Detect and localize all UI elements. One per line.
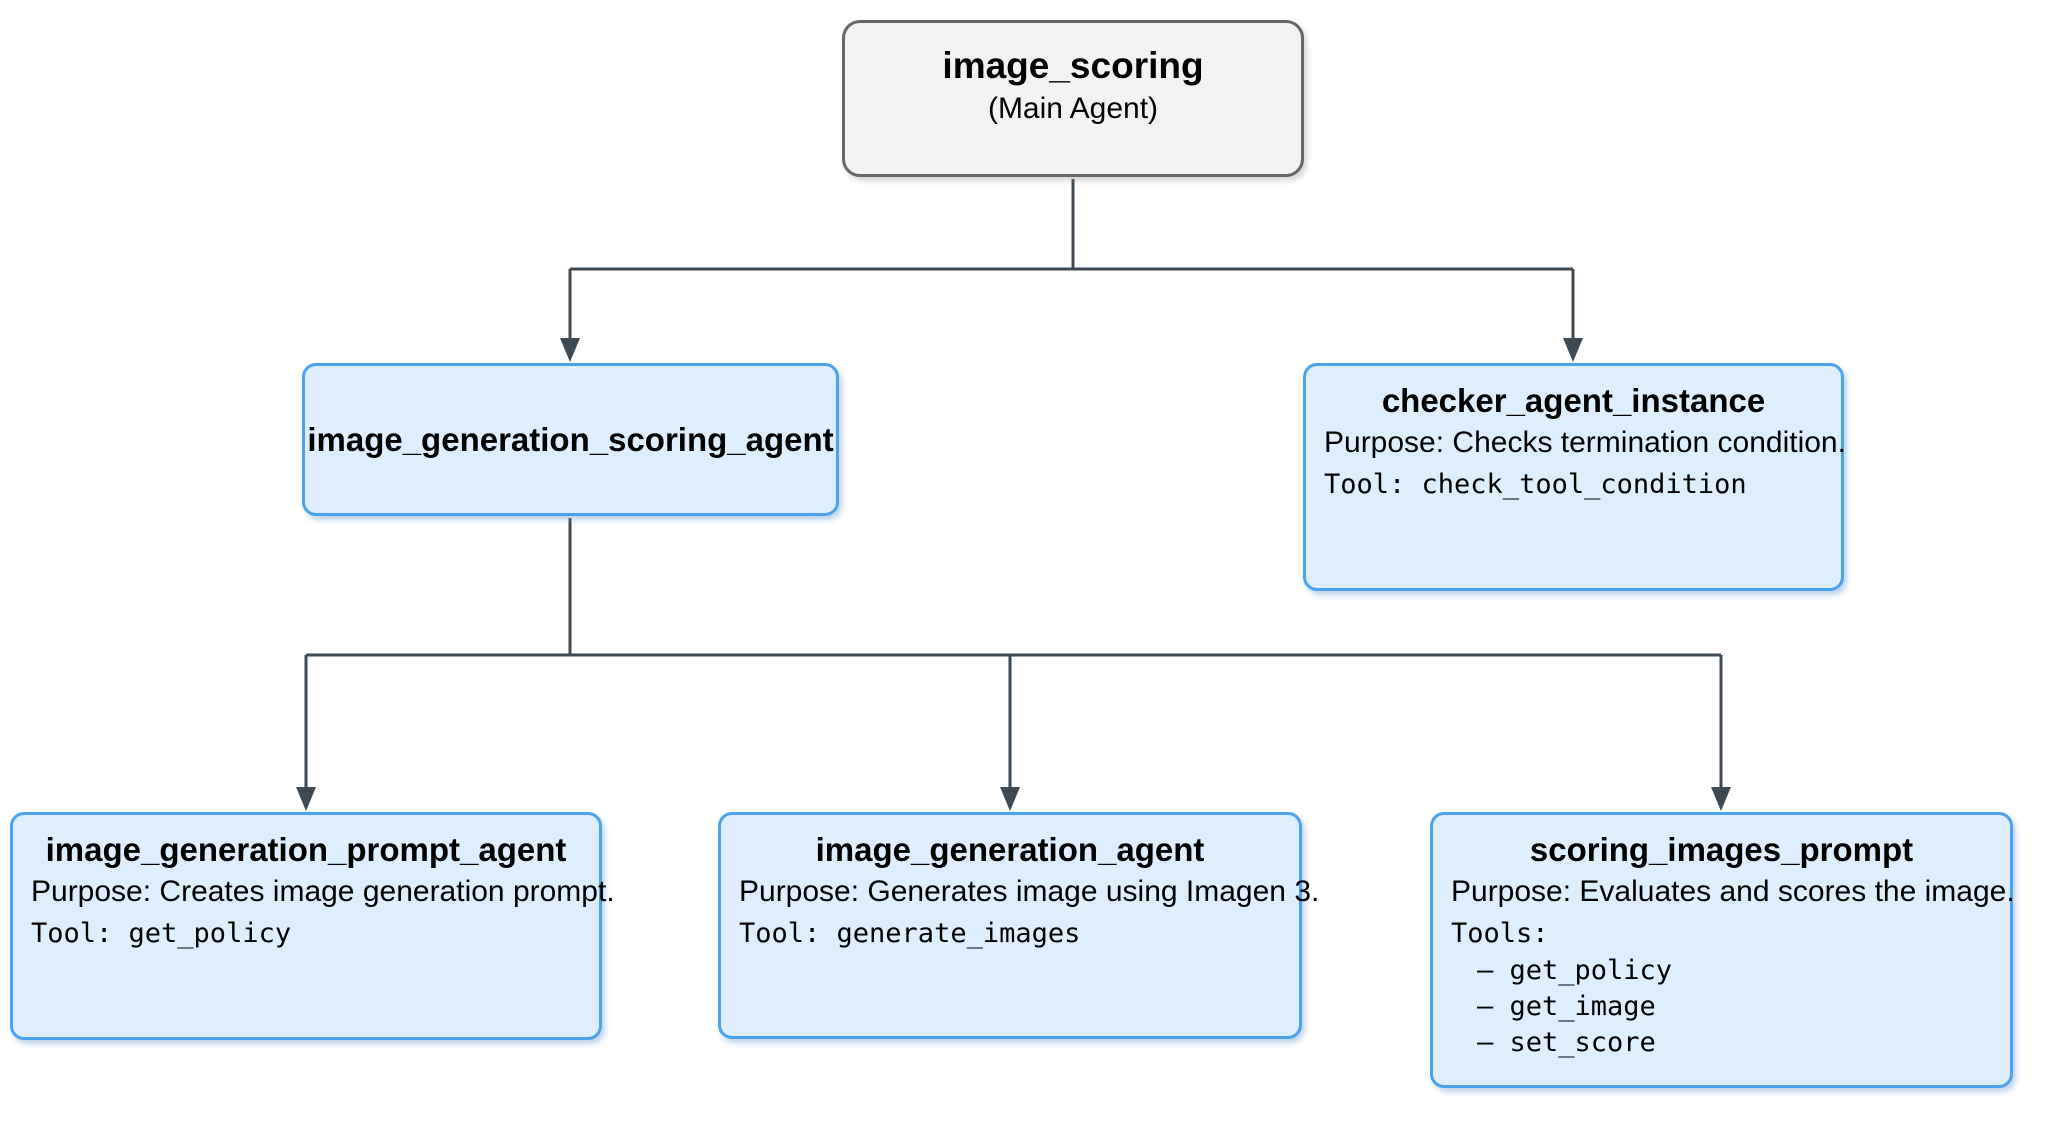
node-purpose: Purpose: Evaluates and scores the image.	[1451, 875, 2015, 909]
node-checker-agent-instance: checker_agent_instance Purpose: Checks t…	[1303, 363, 1846, 591]
arrowhead-scoring-agent	[560, 338, 580, 362]
node-title: checker_agent_instance	[1381, 382, 1766, 419]
node-purpose: Purpose: Generates image using Imagen 3.	[739, 875, 1320, 909]
arrowhead-scoring-prompt	[1711, 787, 1731, 811]
arrowhead-prompt-agent	[296, 787, 316, 811]
node-title: image_generation_prompt_agent	[45, 831, 567, 868]
node-tool: Tool: generate_images	[739, 917, 1081, 949]
node-title: scoring_images_prompt	[1529, 831, 1914, 868]
arrowhead-generation-agent	[1000, 787, 1020, 811]
node-image-generation-agent: image_generation_agent Purpose: Generate…	[718, 812, 1320, 1039]
node-tool-item: – get_policy	[1477, 954, 1673, 986]
node-image-generation-scoring-agent: image_generation_scoring_agent	[302, 363, 839, 516]
arrowhead-checker	[1563, 338, 1583, 362]
node-title: image_generation_agent	[815, 831, 1205, 868]
node-tool-item: – get_image	[1477, 990, 1656, 1022]
node-tools-label: Tools:	[1451, 917, 1549, 949]
node-purpose: Purpose: Checks termination condition.	[1324, 426, 1846, 460]
node-subtitle: (Main Agent)	[987, 92, 1159, 126]
node-tool: Tool: check_tool_condition	[1324, 468, 1747, 500]
node-purpose: Purpose: Creates image generation prompt…	[31, 875, 615, 909]
node-title: image_scoring	[942, 45, 1204, 86]
node-image-scoring: image_scoring (Main Agent)	[842, 20, 1304, 177]
node-scoring-images-prompt: scoring_images_prompt Purpose: Evaluates…	[1430, 812, 2015, 1088]
node-title: image_generation_scoring_agent	[307, 420, 834, 458]
node-tool-item: – set_score	[1477, 1026, 1656, 1058]
node-tool: Tool: get_policy	[31, 917, 292, 949]
node-image-generation-prompt-agent: image_generation_prompt_agent Purpose: C…	[10, 812, 615, 1040]
